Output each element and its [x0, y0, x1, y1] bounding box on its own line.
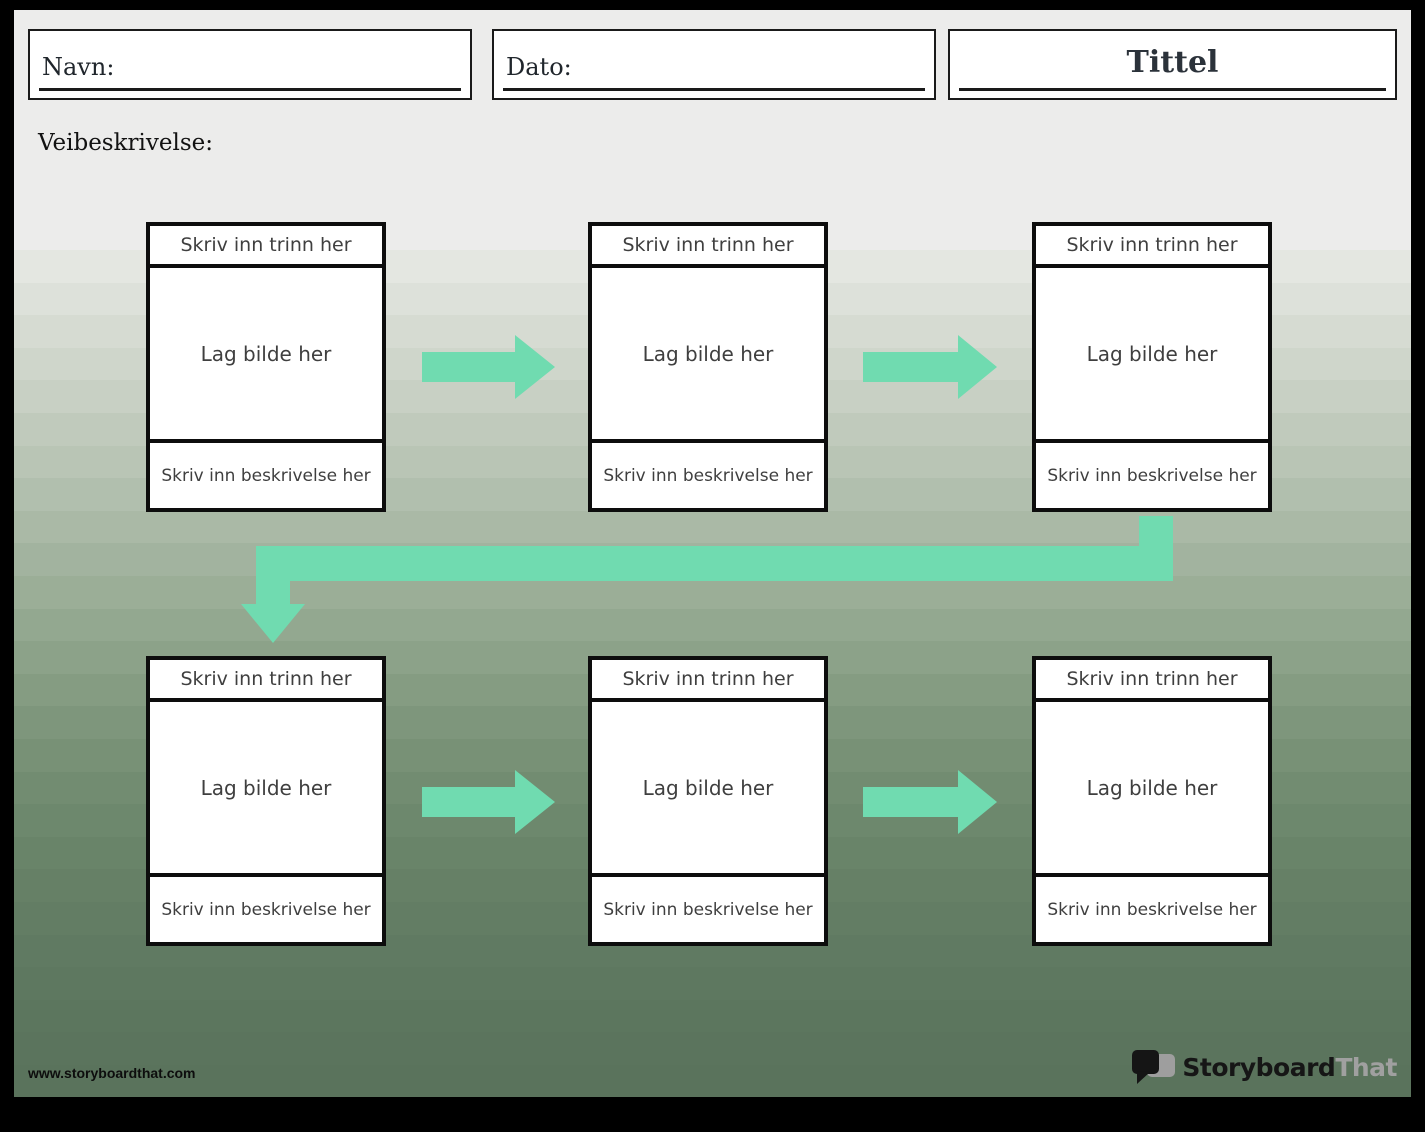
arrow-right-icon: [422, 770, 555, 834]
description-field[interactable]: Skriv inn beskrivelse her: [603, 465, 813, 486]
storyboardthat-logo: StoryboardThat: [1132, 1050, 1397, 1084]
name-writing-line: [39, 88, 461, 91]
step-title-field[interactable]: Skriv inn trinn her: [150, 226, 382, 268]
description-field[interactable]: Skriv inn beskrivelse her: [1047, 465, 1257, 486]
arrow-right-icon: [422, 335, 555, 399]
image-placeholder[interactable]: Lag bilde her: [1036, 268, 1268, 443]
step-title-field[interactable]: Skriv inn trinn her: [150, 660, 382, 702]
name-field-box[interactable]: Navn:: [28, 29, 472, 100]
storyboard-cell-2[interactable]: Skriv inn trinn her Lag bilde her Skriv …: [588, 222, 828, 512]
storyboard-cell-4[interactable]: Skriv inn trinn her Lag bilde her Skriv …: [146, 656, 386, 946]
arrow-right-icon: [863, 770, 997, 834]
storyboard-cell-6[interactable]: Skriv inn trinn her Lag bilde her Skriv …: [1032, 656, 1272, 946]
image-placeholder[interactable]: Lag bilde her: [1036, 702, 1268, 877]
name-label: Navn:: [42, 53, 115, 81]
speech-bubbles-icon: [1132, 1050, 1176, 1084]
storyboard-cell-1[interactable]: Skriv inn trinn her Lag bilde her Skriv …: [146, 222, 386, 512]
website-url: www.storyboardthat.com: [28, 1065, 196, 1081]
directions-label: Veibeskrivelse:: [38, 130, 214, 156]
date-label: Dato:: [506, 53, 572, 81]
logo-text-storyboard: Storyboard: [1182, 1052, 1336, 1082]
logo-wordmark: StoryboardThat: [1182, 1053, 1397, 1082]
title-writing-line: [959, 88, 1386, 91]
step-title-field[interactable]: Skriv inn trinn her: [1036, 226, 1268, 268]
logo-text-that: That: [1335, 1052, 1397, 1082]
step-title-field[interactable]: Skriv inn trinn her: [592, 660, 824, 702]
storyboard-cell-5[interactable]: Skriv inn trinn her Lag bilde her Skriv …: [588, 656, 828, 946]
description-field[interactable]: Skriv inn beskrivelse her: [161, 465, 371, 486]
image-placeholder[interactable]: Lag bilde her: [592, 702, 824, 877]
description-field[interactable]: Skriv inn beskrivelse her: [603, 899, 813, 920]
step-title-field[interactable]: Skriv inn trinn her: [1036, 660, 1268, 702]
title-label: Tittel: [1126, 45, 1219, 80]
image-placeholder[interactable]: Lag bilde her: [150, 702, 382, 877]
worksheet-page: Navn: Dato: Tittel Veibeskrivelse: Skriv…: [14, 10, 1411, 1097]
storyboard-cell-3[interactable]: Skriv inn trinn her Lag bilde her Skriv …: [1032, 222, 1272, 512]
image-placeholder[interactable]: Lag bilde her: [592, 268, 824, 443]
image-placeholder[interactable]: Lag bilde her: [150, 268, 382, 443]
description-field[interactable]: Skriv inn beskrivelse her: [1047, 899, 1257, 920]
arrow-elbow-down-icon: [241, 516, 1173, 643]
date-field-box[interactable]: Dato:: [492, 29, 936, 100]
date-writing-line: [503, 88, 925, 91]
title-field-box[interactable]: Tittel: [948, 29, 1397, 100]
description-field[interactable]: Skriv inn beskrivelse her: [161, 899, 371, 920]
step-title-field[interactable]: Skriv inn trinn her: [592, 226, 824, 268]
arrow-right-icon: [863, 335, 997, 399]
